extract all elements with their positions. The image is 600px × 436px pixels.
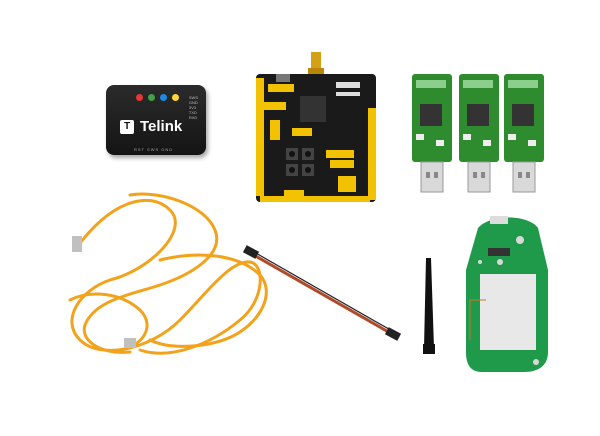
telink-logo-icon: T — [120, 119, 134, 134]
pin-label: SWS — [188, 95, 198, 100]
whip-antenna — [423, 258, 435, 354]
led-blue — [160, 94, 167, 101]
usb-dongle — [459, 74, 499, 193]
development-board — [256, 52, 376, 202]
led-yellow — [172, 94, 179, 101]
battery-pad — [480, 274, 536, 350]
usb-dongle — [504, 74, 544, 193]
box-footer-label: RST SWS GND — [134, 147, 174, 152]
remote-control-pcb — [466, 216, 548, 372]
pin-label: RXD — [188, 115, 198, 120]
cable-plug — [72, 236, 82, 252]
cable-plug — [124, 338, 136, 348]
pin-label: GND — [188, 100, 198, 105]
telink-logo: T Telink — [120, 118, 182, 135]
led-red — [136, 94, 143, 101]
pin-header-left — [256, 78, 264, 196]
orange-usb-cable — [68, 192, 268, 355]
sma-connector — [311, 52, 321, 70]
led-green — [148, 94, 155, 101]
jumper-wire — [242, 245, 402, 341]
pin-header-right — [368, 108, 376, 200]
telink-burning-box: T Telink SWS GND 3V3 TXD RXD RST SWS GND — [106, 85, 206, 155]
mcu-chip — [300, 96, 326, 122]
pin-label: TXD — [188, 110, 197, 115]
usb-port — [276, 74, 290, 82]
telink-logo-text: Telink — [140, 118, 183, 135]
jumper-connector — [242, 245, 260, 259]
jumper-connector — [384, 327, 402, 341]
pin-label: 3V3 — [188, 105, 196, 110]
status-leds — [136, 94, 179, 101]
usb-dongle — [412, 74, 452, 193]
pin-labels: SWS GND 3V3 TXD RXD — [189, 95, 198, 120]
